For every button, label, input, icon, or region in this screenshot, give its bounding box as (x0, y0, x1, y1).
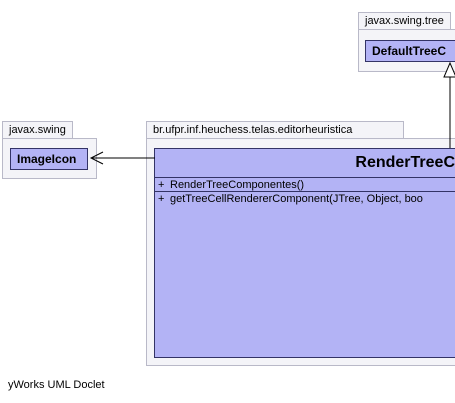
package-tab: br.ufpr.inf.heuchess.telas.editorheurist… (146, 121, 404, 138)
dependency-arrowhead (89, 151, 104, 165)
visibility-marker: + (158, 179, 165, 191)
class-title: RenderTreeC (155, 149, 455, 178)
method-signature: getTreeCellRendererComponent(JTree, Obje… (170, 193, 423, 205)
generalization-arrowhead (443, 61, 455, 78)
package-javax-swing-tree: javax.swing.tree DefaultTreeC (358, 12, 455, 72)
constructor-signature: RenderTreeComponentes() (170, 179, 305, 191)
class-default-tree-cell-renderer[interactable]: DefaultTreeC (365, 40, 455, 62)
methods-section: + getTreeCellRendererComponent(JTree, Obj… (155, 192, 455, 206)
constructor-item: + RenderTreeComponentes() (155, 179, 455, 192)
package-tab: javax.swing.tree (358, 12, 451, 29)
package-javax-swing: javax.swing ImageIcon (2, 121, 97, 179)
constructors-section: + RenderTreeComponentes() (155, 178, 455, 191)
package-tab: javax.swing (2, 121, 73, 138)
package-editorheuristica: br.ufpr.inf.heuchess.telas.editorheurist… (146, 121, 455, 366)
class-image-icon[interactable]: ImageIcon (10, 148, 88, 170)
visibility-marker: + (158, 193, 165, 205)
footer-credit: yWorks UML Doclet (8, 379, 105, 391)
method-item: + getTreeCellRendererComponent(JTree, Obj… (155, 193, 455, 206)
class-render-tree-componentes[interactable]: RenderTreeC + RenderTreeComponentes() + ge… (154, 148, 455, 358)
section-divider (155, 191, 455, 192)
